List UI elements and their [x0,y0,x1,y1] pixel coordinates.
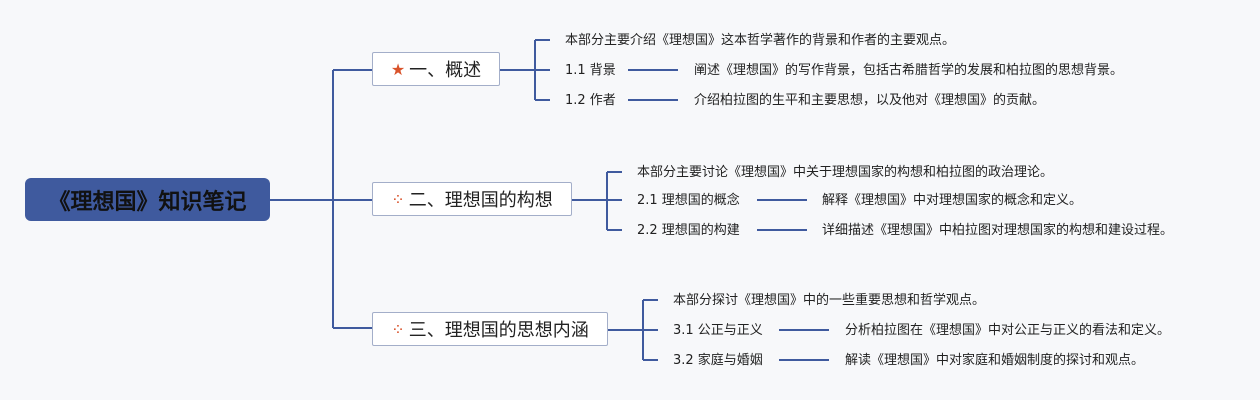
intro-text: 本部分探讨《理想国》中的一些重要思想和哲学观点。 [673,293,986,308]
sparkle-icon: ⁘ [391,319,405,339]
child-label[interactable]: 1.1 背景 [565,63,616,78]
child-desc: 解释《理想国》中对理想国家的概念和定义。 [822,193,1083,208]
branch-label: 二、理想国的构想 [408,190,553,211]
child-label[interactable]: 2.2 理想国的构建 [637,223,740,238]
child-desc: 分析柏拉图在《理想国》中对公正与正义的看法和定义。 [845,323,1171,338]
child-label[interactable]: 3.1 公正与正义 [673,323,763,338]
branch-label: 三、理想国的思想内涵 [408,320,589,341]
child-label[interactable]: 2.1 理想国的概念 [637,193,740,208]
branch-ideas[interactable]: ⁘三、理想国的思想内涵 [372,312,608,346]
branch-label: 一、概述 [409,60,482,81]
child-desc: 解读《理想国》中对家庭和婚姻制度的探讨和观点。 [845,353,1145,368]
child-desc: 详细描述《理想国》中柏拉图对理想国家的构想和建设过程。 [822,223,1174,238]
intro-text: 本部分主要介绍《理想国》这本哲学著作的背景和作者的主要观点。 [565,33,956,48]
child-desc: 阐述《理想国》的写作背景，包括古希腊哲学的发展和柏拉图的思想背景。 [694,63,1124,78]
child-desc: 介绍柏拉图的生平和主要思想，以及他对《理想国》的贡献。 [694,93,1046,108]
branch-overview[interactable]: ★一、概述 [372,52,500,86]
star-icon: ★ [390,59,406,79]
intro-text: 本部分主要讨论《理想国》中关于理想国家的构想和柏拉图的政治理论。 [637,165,1054,180]
sparkle-icon: ⁘ [391,189,405,209]
root-title: 《理想国》知识笔记 [48,189,247,215]
branch-conception[interactable]: ⁘二、理想国的构想 [372,182,572,216]
child-label[interactable]: 3.2 家庭与婚姻 [673,353,763,368]
child-label[interactable]: 1.2 作者 [565,93,616,108]
root-node[interactable]: 《理想国》知识笔记 [25,178,270,221]
